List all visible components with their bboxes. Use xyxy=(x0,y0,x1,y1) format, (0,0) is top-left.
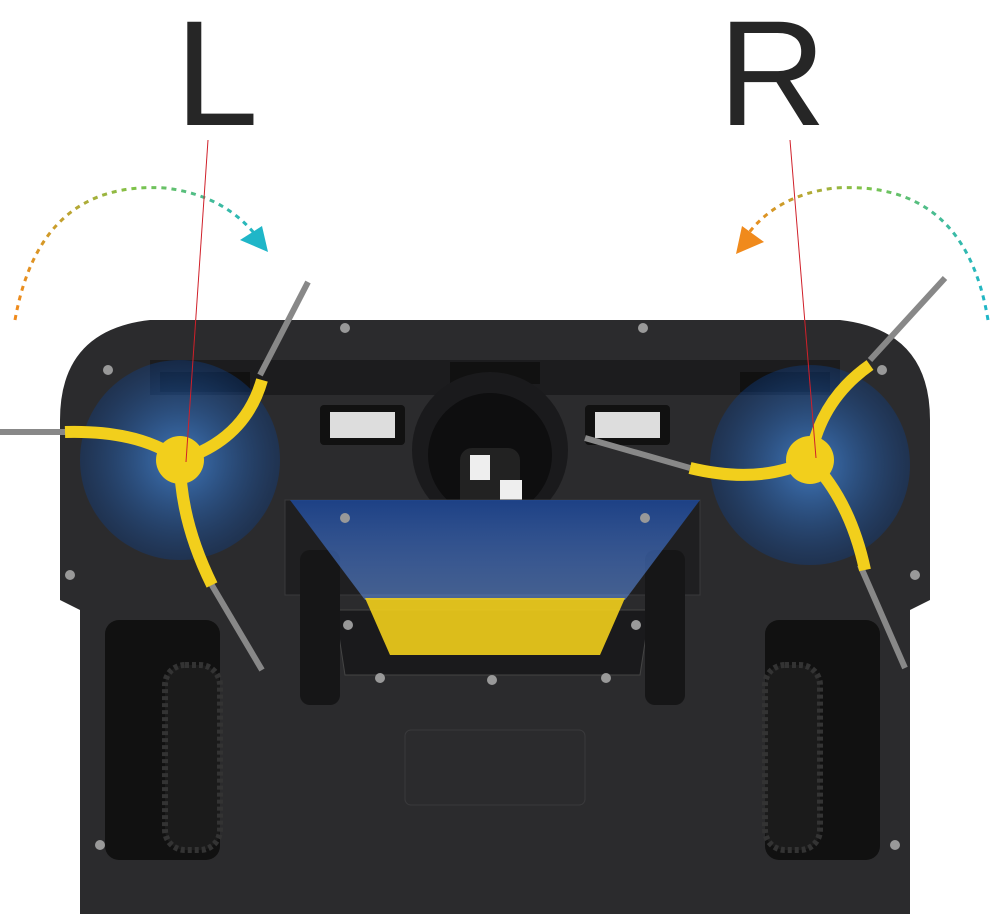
right-wheel xyxy=(762,620,880,860)
left-brush-label: L xyxy=(175,0,259,157)
left-rotation-arrow xyxy=(13,186,268,321)
right-rotation-arrow xyxy=(736,186,990,321)
right-brush-label: R xyxy=(718,0,827,157)
right-pointer-line xyxy=(789,139,817,459)
left-pointer-line xyxy=(185,139,209,463)
screws xyxy=(65,323,920,850)
left-wheel xyxy=(105,620,223,860)
suction-beam xyxy=(290,500,700,655)
left-side-brush xyxy=(0,280,311,672)
right-side-brush xyxy=(584,275,948,670)
